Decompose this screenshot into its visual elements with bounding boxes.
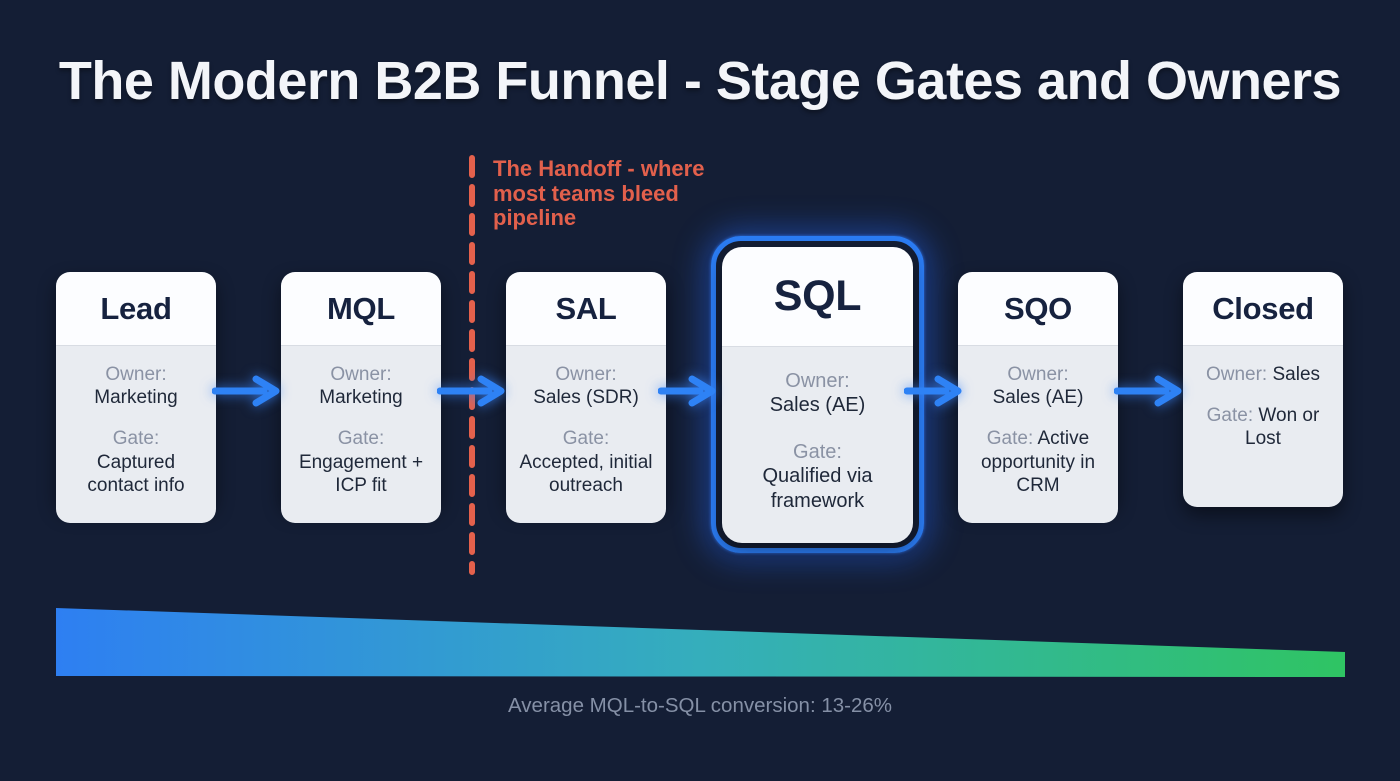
stage-owner: Owner:Marketing [94,364,178,409]
stage-gate: Gate:Engagement + ICP fit [298,428,424,496]
stage-owner: Owner:Marketing [319,364,403,409]
handoff-divider-line [469,155,475,575]
stage-title: Closed [1183,272,1343,346]
arrow-right-icon [437,375,505,407]
handoff-label: The Handoff - where most teams bleed pip… [493,156,705,231]
stage-owner: Owner:Sales (SDR) [533,364,639,409]
funnel-wedge [56,608,1345,677]
stage-title: SQO [958,272,1118,346]
stage-body: Owner:Sales (SDR) Gate:Accepted, initial… [506,346,666,523]
stage-card-sql-highlight-ring: SQL Owner:Sales (AE) Gate:Qualified via … [711,236,924,553]
stage-title: SAL [506,272,666,346]
stage-gate: Gate: Won or Lost [1206,405,1320,450]
stage-owner: Owner:Sales (AE) [992,364,1084,409]
stage-body: Owner:Marketing Gate:Captured contact in… [56,346,216,523]
stage-card-sqo: SQO Owner:Sales (AE) Gate: Active opport… [958,272,1118,523]
stage-gate: Gate:Accepted, initial outreach [519,428,653,496]
arrow-right-icon [1114,375,1182,407]
stage-gate: Gate:Captured contact info [87,428,185,496]
stage-card-sal: SAL Owner:Sales (SDR) Gate:Accepted, ini… [506,272,666,523]
stage-body: Owner:Sales (AE) Gate: Active opportunit… [958,346,1118,523]
conversion-caption: Average MQL-to-SQL conversion: 13-26% [508,694,892,717]
arrow-right-icon [658,375,716,407]
stage-body: Owner:Marketing Gate:Engagement + ICP fi… [281,346,441,523]
arrow-right-icon [904,375,962,407]
stage-gate: Gate: Active opportunity in CRM [980,428,1096,496]
stage-gate: Gate:Qualified via framework [762,440,873,512]
stage-title: SQL [722,247,913,347]
stage-owner: Owner: Sales [1205,364,1321,385]
stage-card-closed: Closed Owner: Sales Gate: Won or Lost [1183,272,1343,507]
stage-title: Lead [56,272,216,346]
page-title: The Modern B2B Funnel - Stage Gates and … [58,51,1342,111]
stage-owner: Owner:Sales (AE) [769,370,866,417]
arrow-right-icon [212,375,280,407]
stage-body: Owner:Sales (AE) Gate:Qualified via fram… [722,347,913,543]
stage-card-lead: Lead Owner:Marketing Gate:Captured conta… [56,272,216,523]
stage-body: Owner: Sales Gate: Won or Lost [1183,346,1343,507]
stage-title: MQL [281,272,441,346]
stage-card-sql: SQL Owner:Sales (AE) Gate:Qualified via … [722,247,913,543]
stage-card-mql: MQL Owner:Marketing Gate:Engagement + IC… [281,272,441,523]
